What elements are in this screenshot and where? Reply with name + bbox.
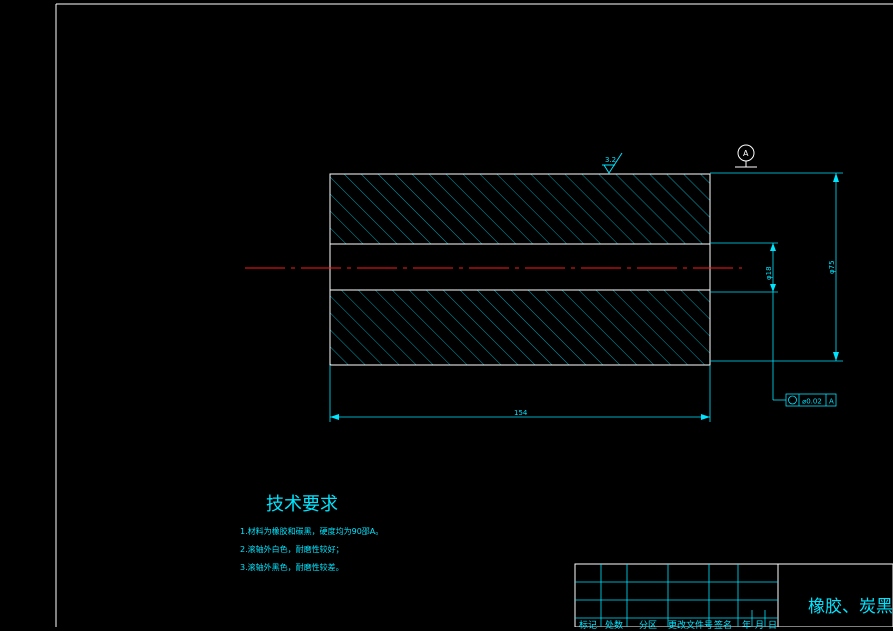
surface-finish-value: 3.2 — [605, 156, 616, 164]
title-block-header-signature: 签名 — [714, 621, 733, 631]
tolerance-value: ⌀0.02 — [802, 398, 822, 406]
technical-note-1: 1.材料为橡胶和碳黑，硬度均为90邵A。 — [240, 527, 384, 536]
material-label: 橡胶、炭黑 — [808, 597, 893, 617]
outer-diameter-dimension: φ75 — [710, 172, 843, 362]
technical-requirements-title: 技术要求 — [266, 494, 338, 515]
drawing-border — [55, 3, 893, 627]
inner-diameter-value: φ18 — [765, 266, 773, 280]
title-block-header-day: 日 — [768, 621, 778, 631]
length-value: 154 — [514, 409, 528, 417]
technical-note-3: 3.滚轴外黑色，耐磨性较差。 — [240, 563, 344, 572]
title-block-header-count: 处数 — [605, 621, 624, 631]
lower-wall-hatch — [330, 290, 710, 365]
outer-diameter-value: φ75 — [828, 260, 836, 274]
title-block-header-mark: 标记 — [579, 621, 598, 631]
circularity-circle-icon — [788, 395, 797, 405]
technical-note-2: 2.滚轴外白色，耐磨性较好； — [240, 545, 344, 554]
title-block — [574, 563, 893, 627]
datum-symbol: A — [735, 144, 757, 168]
title-block-header-year: 年 — [742, 621, 752, 631]
length-dimension: 154 — [329, 365, 711, 422]
roller-section-view — [245, 173, 742, 366]
datum-label: A — [743, 149, 749, 158]
tolerance-frame: ⌀0.02 A — [785, 393, 837, 407]
title-block-header-month: 月 — [755, 621, 765, 631]
tolerance-datum: A — [829, 398, 834, 406]
inner-diameter-dimension: φ18 — [710, 242, 786, 401]
roller-outline — [329, 173, 711, 366]
title-block-header-zone: 分区 — [639, 621, 658, 631]
surface-finish-symbol: 3.2 — [602, 152, 623, 174]
upper-wall-hatch — [330, 174, 710, 244]
title-block-header-change-doc: 更改文件号 — [668, 621, 714, 631]
